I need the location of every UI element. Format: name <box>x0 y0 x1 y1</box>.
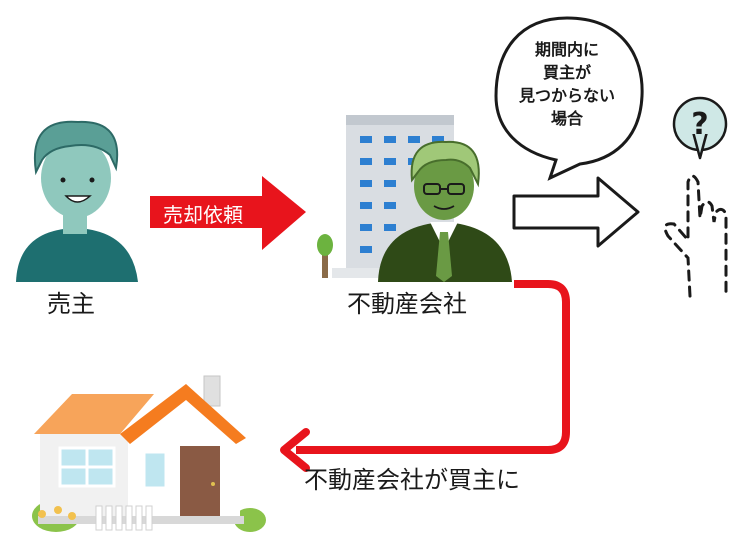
buyer-label: 不動産会社が買主に <box>304 466 520 494</box>
person-icon <box>16 120 138 282</box>
house-icon <box>32 375 266 532</box>
outline-arrow <box>512 176 640 248</box>
request-arrow <box>150 176 306 250</box>
request-arrow-label: 売却依頼 <box>163 203 243 227</box>
agency-label: 不動産会社 <box>347 290 467 318</box>
return-arrow <box>280 280 570 472</box>
seller-label: 売主 <box>47 290 95 318</box>
bubble-line: 場合 <box>550 109 583 128</box>
speech-bubble <box>494 16 644 181</box>
bubble-line: 期間内に <box>534 40 599 59</box>
question-hand-icon: ? <box>663 96 728 298</box>
bubble-line: 買主が <box>542 63 591 82</box>
speech-bubble-text: 期間内に 買主が 見つからない 場合 <box>502 38 632 130</box>
agent-icon <box>378 140 512 282</box>
svg-text:?: ? <box>691 107 708 142</box>
bubble-line: 見つからない <box>518 86 615 105</box>
